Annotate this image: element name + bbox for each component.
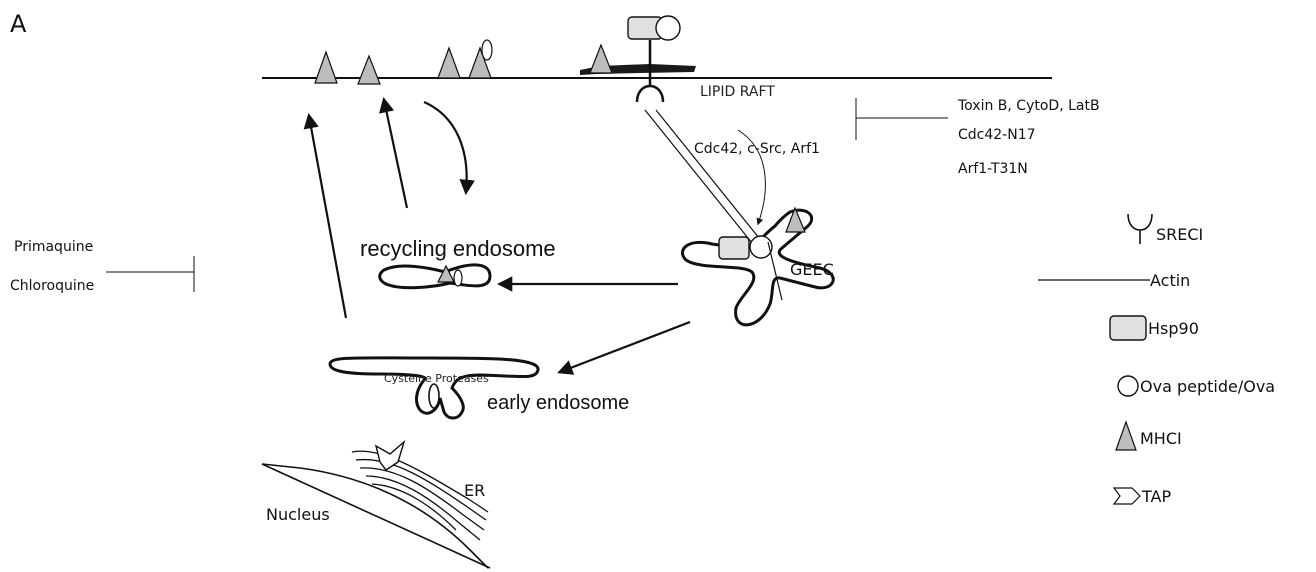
early-endosome-vesicle	[429, 384, 439, 408]
legend-mhci-label: MHCI	[1140, 429, 1182, 448]
recycling-endosome-label: recycling endosome	[360, 236, 556, 261]
recycling-endosome	[380, 265, 490, 288]
inhibitor-cdc42-n17: Cdc42-N17	[958, 127, 1036, 143]
arrow-recycling-to-membrane	[384, 100, 407, 208]
sreci-receptor-icon	[1128, 214, 1152, 244]
legend-actin-label: Actin	[1150, 271, 1190, 290]
early-endosome-label: early endosome	[487, 392, 629, 414]
arrow-geec-to-early	[560, 322, 690, 372]
inhibitor-chloroquine: Chloroquine	[10, 278, 94, 294]
er-label: ER	[464, 481, 485, 500]
inhibitor-primaquine: Primaquine	[14, 239, 93, 255]
ova-peptide-circle	[454, 270, 462, 286]
hsp90-box	[719, 237, 749, 259]
nucleus-label: Nucleus	[266, 505, 330, 524]
sreci-receptor-icon	[637, 86, 663, 102]
legend: SRECI Actin Hsp90 Ova peptide/Ova MHCI T…	[1038, 214, 1275, 506]
mhci-triangle	[358, 56, 380, 84]
ova-circle	[656, 16, 680, 40]
arrow-early-to-membrane	[309, 116, 346, 318]
legend-tap-label: TAP	[1141, 487, 1171, 506]
tap-transporter	[376, 442, 404, 470]
legend-ova-label: Ova peptide/Ova	[1140, 377, 1275, 396]
inhibitor-arf1-t31n: Arf1-T31N	[958, 161, 1028, 177]
internalization-line	[645, 110, 752, 243]
internalization-line	[656, 110, 763, 243]
lipid-raft-label: LIPID RAFT	[700, 84, 775, 100]
mhci-triangle	[315, 52, 337, 83]
ova-circle-icon	[1118, 376, 1138, 396]
tap-chevron-icon	[1114, 488, 1140, 504]
panel-label: A	[10, 10, 27, 38]
arrow-membrane-to-recycling	[424, 102, 467, 192]
geec-label: GEEC	[790, 260, 834, 279]
mhci-triangle-icon	[1116, 422, 1136, 450]
legend-hsp90-label: Hsp90	[1148, 319, 1199, 338]
inhibitor-toxin-b: Toxin B, CytoD, LatB	[957, 98, 1100, 114]
hsp90-icon	[1110, 316, 1146, 340]
mhci-triangle	[590, 45, 612, 73]
mhci-triangle	[438, 48, 460, 78]
cysteine-proteases-label: Cysteine Proteases	[384, 372, 489, 385]
legend-sreci-label: SRECI	[1156, 225, 1203, 244]
ova-peptide-circle	[482, 40, 492, 60]
